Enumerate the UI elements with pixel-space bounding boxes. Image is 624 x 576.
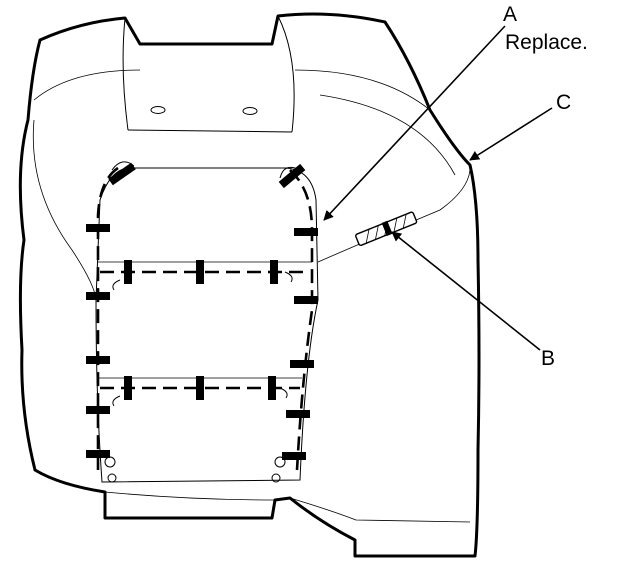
slot-b [355, 211, 418, 247]
hog-ring-clip [108, 162, 136, 186]
hog-ring-clip [86, 406, 110, 414]
mount-hole-left [150, 106, 166, 114]
hog-ring-clip [290, 360, 314, 368]
mount-hole-right [242, 107, 258, 115]
hog-ring-clip [282, 452, 306, 460]
callout-b-letter: B [541, 347, 556, 370]
hog-ring-clip [294, 296, 318, 304]
callout-a-letter: A [503, 3, 518, 26]
callout-a-note: Replace. [505, 31, 588, 54]
hog-ring-clip [86, 292, 110, 300]
hog-ring-clips [86, 162, 318, 460]
hog-ring-clip [86, 224, 110, 232]
hog-ring-clip [196, 376, 204, 400]
top-panel-line [127, 129, 293, 133]
hook-ring [274, 456, 286, 468]
hook-ring [107, 473, 117, 483]
leader-b [391, 231, 541, 351]
hook-loop [284, 271, 293, 283]
bottom-right-contour [289, 497, 471, 523]
hook-loop [112, 279, 121, 291]
hog-ring-clip [270, 260, 278, 284]
hog-ring-clip [86, 356, 110, 364]
hog-ring-clip [86, 450, 110, 458]
leader-a [323, 25, 506, 221]
hook-loop [279, 387, 288, 399]
seat-panel-boundary [95, 167, 319, 483]
bottom-panel-line [104, 491, 276, 501]
hog-ring-clip [268, 376, 276, 400]
hog-ring-clip [124, 260, 132, 284]
right-side-contour [317, 169, 471, 263]
hog-ring-clip [196, 260, 204, 284]
hog-ring-route-outer [96, 166, 119, 470]
hook-ring [271, 473, 281, 483]
left-bolster-line [122, 17, 129, 131]
hog-ring-clip [294, 228, 318, 236]
hog-ring-route-outer-right [289, 169, 314, 471]
left-inner-contour [32, 119, 97, 301]
hook-loop [112, 395, 121, 407]
hog-ring-clip [286, 410, 310, 418]
top-right-curve [294, 69, 431, 111]
right-bolster-line [277, 15, 295, 133]
hog-ring-clip [124, 376, 132, 400]
hog-ring-clip [278, 163, 306, 189]
callout-c-letter: C [556, 91, 572, 114]
right-shoulder-contour [319, 94, 456, 176]
top-curve-line [33, 69, 141, 101]
cushion-outline [18, 12, 481, 558]
leader-c [469, 107, 553, 161]
hook-ring [104, 456, 116, 468]
